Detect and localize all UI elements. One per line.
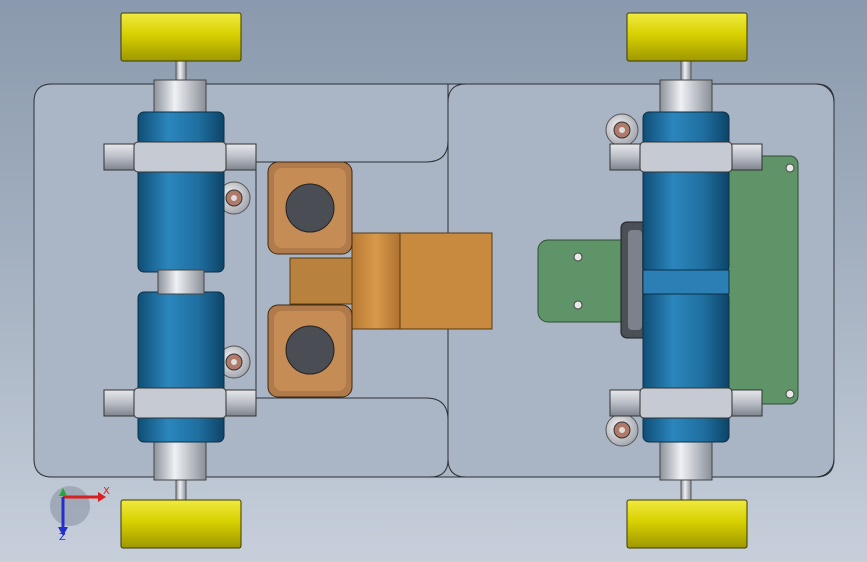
wheel-rear-right[interactable] xyxy=(626,499,748,549)
right-drive-unit[interactable] xyxy=(609,12,763,549)
motor-left-lower[interactable] xyxy=(137,291,225,443)
z-axis-label: Z xyxy=(59,532,66,543)
motor-right-upper[interactable] xyxy=(642,111,730,273)
bearing-3 xyxy=(605,113,639,147)
bearing-4 xyxy=(605,413,639,447)
left-drive-unit[interactable] xyxy=(103,12,257,549)
wheel-rear-left[interactable] xyxy=(120,499,242,549)
caster-bearings[interactable] xyxy=(217,113,639,447)
bracket-right-lower xyxy=(609,387,763,419)
motor-right-lower[interactable] xyxy=(642,291,730,443)
bearing-1 xyxy=(217,181,251,215)
bracket-left-lower xyxy=(103,387,257,419)
coordinate-triad xyxy=(50,486,106,536)
circuit-board[interactable] xyxy=(537,155,799,405)
wheel-front-left[interactable] xyxy=(120,12,242,62)
bearing-2 xyxy=(217,345,251,379)
motor-left-upper[interactable] xyxy=(137,111,225,273)
y-axis-arrow xyxy=(59,488,67,496)
servo-assembly[interactable] xyxy=(267,161,493,398)
wheel-front-right[interactable] xyxy=(626,12,748,62)
bracket-left-upper xyxy=(103,141,257,173)
x-axis-label: X xyxy=(103,486,110,497)
bracket-right-upper xyxy=(609,141,763,173)
